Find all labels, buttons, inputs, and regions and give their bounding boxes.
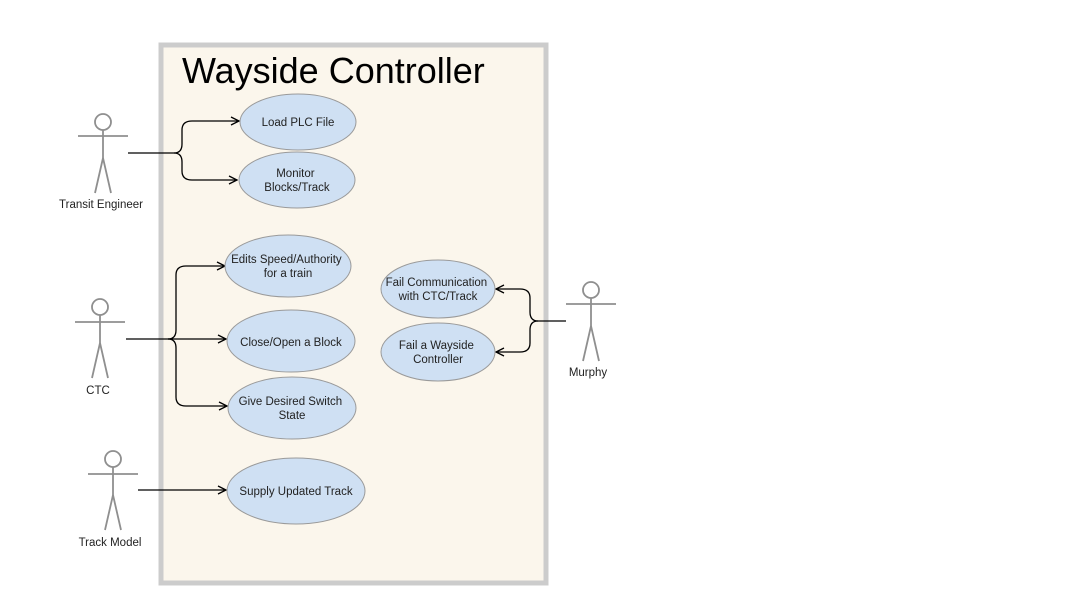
- use-case-monitor-blocks-track: Monitor Blocks/Track: [238, 151, 356, 209]
- use-case-fail-wayside-controller: Fail a Wayside Controller: [380, 322, 496, 382]
- actor-murphy: Murphy: [566, 281, 616, 379]
- svg-text:Edits Speed/Authority fo: Edits Speed/Authority for a train: [231, 254, 345, 280]
- actor-label: CTC: [86, 385, 110, 397]
- actor-ctc: CTC: [75, 298, 125, 397]
- svg-text:Monitor Blocks/Track: Monitor Blocks/Track: [264, 168, 330, 194]
- stick-figure-icon: [566, 281, 616, 362]
- svg-text:Close/Open a Block: Close/Open a Block: [240, 337, 342, 349]
- stick-figure-icon: [78, 113, 128, 194]
- stick-figure-icon: [75, 298, 125, 379]
- svg-text:Give Desired Switch Stat: Give Desired Switch State: [239, 396, 346, 422]
- svg-text:Fail Communication with: Fail Communication with CTC/Track: [386, 277, 491, 303]
- svg-text:Supply Updated Track: Supply Updated Track: [239, 486, 352, 498]
- actor-label: Track Model: [79, 537, 142, 549]
- connectors-transit-engineer: [128, 121, 239, 180]
- use-case-supply-updated-track: Supply Updated Track: [226, 457, 366, 525]
- connectors-murphy: [496, 289, 566, 352]
- use-case-fail-communication: Fail Communication with CTC/Track: [380, 259, 496, 319]
- use-case-give-desired-switch-state: Give Desired Switch State: [227, 376, 357, 440]
- svg-text:Fail a Wayside Controlle: Fail a Wayside Controller: [399, 340, 477, 366]
- actor-track-model: Track Model: [79, 450, 142, 549]
- stick-figure-icon: [88, 450, 138, 531]
- use-case-load-plc-file: Load PLC File: [239, 93, 357, 151]
- actor-label: Transit Engineer: [59, 199, 143, 211]
- use-case-edits-speed-authority: Edits Speed/Authority for a train: [224, 234, 352, 298]
- svg-text:Load PLC File: Load PLC File: [262, 117, 335, 129]
- actor-label: Murphy: [569, 367, 608, 379]
- use-case-close-open-block: Close/Open a Block: [226, 309, 356, 373]
- actor-transit-engineer: Transit Engineer: [59, 113, 143, 211]
- connectors-ctc: [126, 266, 227, 406]
- system-title: Wayside Controller: [182, 50, 485, 91]
